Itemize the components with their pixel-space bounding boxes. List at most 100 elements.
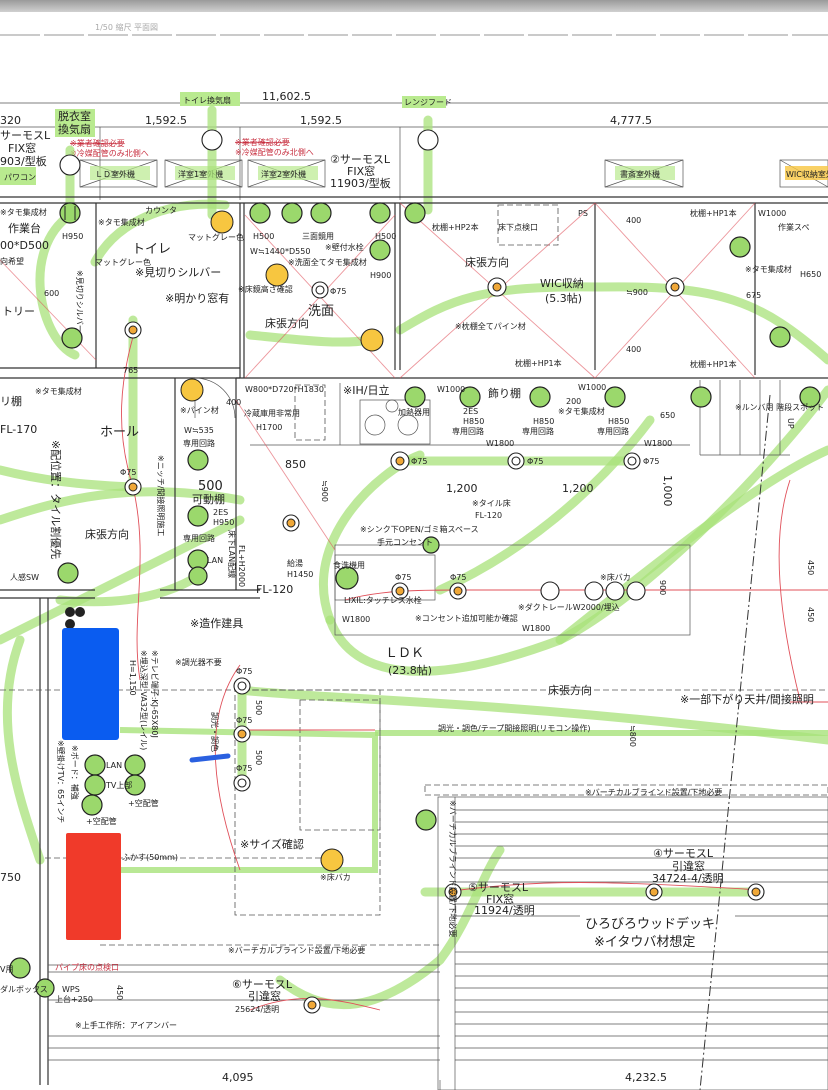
note: W1800 [644, 439, 672, 448]
outdoor-unit-label: パワコン [4, 173, 36, 182]
note: W800*D720*H1830 [245, 385, 324, 394]
note: W1800 [342, 615, 370, 624]
outlet-icon [360, 328, 384, 352]
outlet-icon [124, 754, 146, 776]
note: Φ75 [236, 764, 252, 773]
note: 作業台 [8, 221, 41, 235]
note: 床張方向 [85, 527, 129, 541]
note: 食洗機用 [333, 560, 365, 570]
dimension-label: 400 [626, 345, 641, 354]
note: 専用回路 [183, 533, 215, 543]
note: 床張方向 [465, 255, 509, 269]
window-label: 34724-4/透明 [652, 872, 724, 885]
note: ※一部下がり天井/間接照明 [680, 692, 814, 706]
note: ※配位置：タイル割優先 [49, 440, 63, 559]
note: ※明かり窓有 [165, 291, 229, 305]
fan-icon [201, 129, 223, 151]
downlight-icon [233, 774, 251, 792]
downlight-icon [584, 581, 646, 601]
note: W1000 [437, 385, 465, 394]
window-label: 11903/型板 [330, 176, 391, 190]
note: 床張方向 [265, 316, 309, 330]
note: 2ES [213, 508, 228, 517]
downlight-icon [233, 725, 251, 743]
downlight-icon [390, 451, 410, 471]
outlet-icon [604, 386, 626, 408]
dimension-label: 4,232.5 [625, 1071, 667, 1084]
note: ※床鏡高さ確認 [238, 284, 293, 294]
window-label: ⑤サーモスL [468, 881, 529, 894]
outlet-icon [281, 202, 303, 224]
note: W≒1440*D550 [250, 247, 310, 256]
dimension-label: 500 [254, 700, 263, 715]
window-label: ④サーモスL [653, 847, 714, 860]
window-label: FIX窓 [347, 164, 375, 178]
note: パイプ床の点検口 [55, 962, 119, 972]
dimension-label: 400 [626, 216, 641, 225]
note: ※バーチカルブラインド設置/下地必要 [228, 945, 365, 955]
note: +空配管 [86, 816, 117, 826]
outdoor-unit-label: 洋室1室外機 [178, 169, 223, 179]
dimension-label: 500 [198, 479, 223, 494]
downlight-icon [311, 281, 329, 299]
note: ※タモ集成材 [0, 207, 47, 217]
note: ※コンセント追加可能か確認 [415, 613, 518, 623]
outlet-icon [799, 386, 821, 408]
downlight-icon [124, 321, 142, 339]
outlet-icon [335, 566, 359, 590]
note: ※タモ集成材 [35, 386, 82, 396]
note: Φ75 [643, 457, 659, 466]
note: 床下LAN配線 [227, 530, 237, 578]
dimension-label: 500 [254, 750, 263, 765]
note: ※造作建具 [190, 616, 243, 630]
note: ※調光器不要 [175, 657, 222, 667]
window-label: 引違窓 [248, 989, 281, 1003]
room-name-pantry: トリー [2, 305, 35, 318]
outlet-icon [369, 239, 391, 261]
downlight-icon [487, 277, 507, 297]
note: ※ニッチ/間接照明施工 [156, 455, 166, 536]
dimension-label: ≒800 [628, 725, 637, 747]
downlight-icon [623, 452, 641, 470]
note: 調光・調色/テープ間接照明(リモコン操作) [438, 723, 590, 733]
note: 枕棚+HP1本 [515, 358, 562, 368]
outlet-icon [9, 957, 31, 979]
fan-icon [417, 129, 439, 151]
dimension-label: 450 [115, 985, 124, 1000]
room-name-deck: ひろびろウッドデッキ [585, 916, 715, 932]
window-label: ②サーモスL [330, 153, 391, 166]
note: ※床バカ [320, 872, 351, 882]
note: ※タイル床 [472, 498, 511, 508]
red-note: ※業者確認必要 [70, 138, 125, 148]
note: LAN [106, 761, 122, 770]
outlet-icon [415, 809, 437, 831]
note: Φ75 [527, 457, 543, 466]
outlet-icon [249, 202, 271, 224]
note: H850 [608, 417, 629, 426]
note: H1700 [256, 423, 282, 432]
note: FL-120 [475, 511, 502, 520]
wood-deck [48, 796, 828, 1090]
window-label: 903/型板 [0, 154, 47, 168]
note: UP [786, 418, 795, 429]
outlet-icon [84, 754, 106, 776]
annotations: ※タモ集成材 作業台 00*D500 向希望 H950 カウンタ ※タモ集成材 … [0, 206, 824, 1084]
outdoor-unit-label: 洋室2室外機 [261, 169, 306, 179]
note: カウンタ [145, 206, 177, 215]
note: 専用回路 [597, 426, 629, 436]
dimension-label: 4,095 [222, 1071, 254, 1084]
room-name-ldk: ＬＤＫ [385, 646, 424, 661]
dimension-label: 1,200 [562, 482, 594, 495]
note: 専用回路 [522, 426, 554, 436]
note: 冷蔵庫用非常用 [244, 408, 300, 418]
redaction-block-red [66, 833, 121, 940]
outlet-icon [729, 236, 751, 258]
red-note: ※冷媒配管のみ北側へ [70, 148, 149, 158]
note: ※サイズ確認 [240, 837, 304, 851]
note: 作業スペ [778, 222, 809, 232]
note: ※ボード：補強 [70, 745, 80, 800]
outlet-icon [769, 326, 791, 348]
viewer-top-bar [0, 0, 828, 12]
fan-label: 脱衣室 [58, 109, 91, 123]
downlight-icon [449, 582, 467, 600]
